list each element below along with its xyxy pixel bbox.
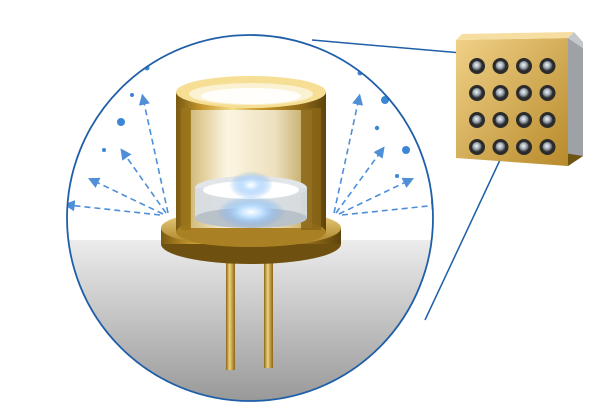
vcsel-emitter-core: [542, 142, 553, 152]
vcsel-emitter-core: [495, 61, 506, 71]
magnified-circle: [67, 35, 433, 401]
emitter-grid: [469, 58, 556, 155]
vcsel-emitter-core: [472, 88, 482, 98]
vcsel-emitter-core: [542, 61, 553, 71]
vcsel-emitter-core: [519, 142, 529, 152]
laser-pins: [226, 258, 273, 370]
beam-arrow-icon: [333, 93, 433, 216]
magnifier-outline: [66, 34, 434, 402]
surface-plane: [67, 240, 433, 401]
vcsel-emitter-core: [542, 115, 553, 125]
beam-arrow-icon: [67, 93, 169, 216]
vcsel-emitter-core: [495, 142, 506, 152]
vcsel-emitter-core: [472, 61, 482, 71]
vcsel-emitter-core: [519, 88, 529, 98]
vcsel-emitter-core: [495, 88, 506, 98]
vcsel-emitter-core: [542, 88, 553, 98]
zoom-line-bottom: [424, 159, 501, 321]
vcsel-emitter-core: [472, 115, 482, 125]
to-can-icon: [161, 76, 341, 264]
vcsel-emitter-core: [472, 142, 482, 152]
vcsel-emitter-core: [495, 115, 506, 125]
vcsel-array-icon: [456, 32, 583, 166]
vcsel-emitter-core: [519, 61, 529, 71]
vcsel-emitter-core: [519, 115, 529, 125]
emission-glow: [217, 196, 285, 228]
